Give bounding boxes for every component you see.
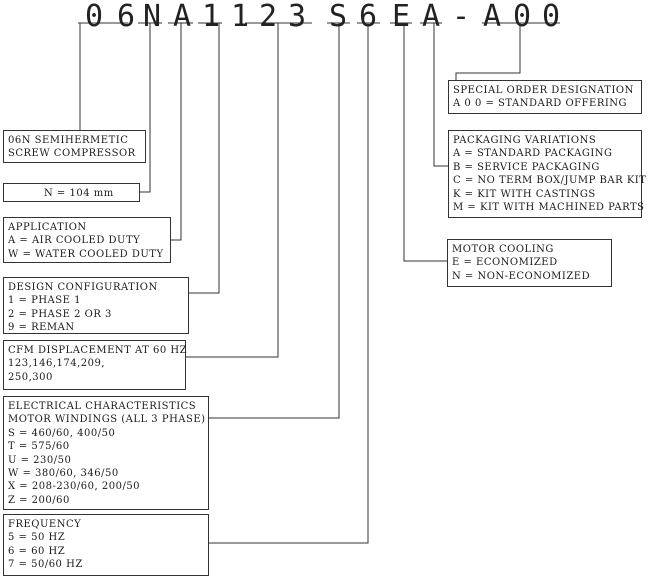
box-line: MOTOR WINDINGS (ALL 3 PHASE) [8,414,206,426]
box-line: 2 = PHASE 2 OR 3 [8,308,112,320]
code-char: 1 [201,0,221,34]
box-line: T = 575/60 [8,441,70,453]
code-char: 6 [116,0,136,34]
box-line: K = KIT WITH CASTINGS [453,188,596,200]
code-char: S [328,0,348,34]
code-char: A [482,0,502,34]
compressor-box: 06N SEMIHERMETIC SCREW COMPRESSOR [3,130,146,163]
box-line: SCREW COMPRESSOR [8,148,136,160]
box-line: APPLICATION [8,222,87,233]
box-line: FREQUENCY [8,519,82,530]
box-line: 1 = PHASE 1 [8,295,81,307]
box-line: 6 = 60 HZ [8,545,66,557]
box-line: MOTOR COOLING [452,244,554,255]
box-line: SPECIAL ORDER DESIGNATION [453,85,634,96]
box-line: 9 = REMAN [8,322,75,334]
code-char: A [421,0,441,34]
box-line: DESIGN CONFIGURATION [8,282,158,293]
box-line: M = KIT WITH MACHINED PARTS [453,202,645,214]
box-line: CFM DISPLACEMENT AT 60 HZ [8,345,188,356]
code-char: 3 [287,0,307,34]
box-line: E = ECONOMIZED [452,257,558,269]
box-line: 06N SEMIHERMETIC [8,135,129,146]
box-line: Z = 200/60 [8,494,70,506]
code-char: - [451,0,471,34]
motor-cooling-box: MOTOR COOLING E = ECONOMIZED N = NON-ECO… [447,239,612,287]
code-char: 0 [512,0,532,34]
box-line: W = 380/60, 346/50 [8,468,119,480]
box-line: S = 460/60, 400/50 [8,427,116,439]
cfm-box: CFM DISPLACEMENT AT 60 HZ 123,146,174,20… [3,340,188,390]
box-line: 5 = 50 HZ [8,532,66,544]
size-box: N = 104 mm [3,183,140,202]
design-box: DESIGN CONFIGURATION 1 = PHASE 1 2 = PHA… [3,277,189,334]
box-line: N = NON-ECONOMIZED [452,270,591,282]
code-char: E [391,0,411,34]
code-char: 2 [258,0,278,34]
code-char: 0 [541,0,561,34]
code-char: N [142,0,162,34]
code-char: 6 [358,0,378,34]
code-char: 1 [230,0,250,34]
electrical-box: ELECTRICAL CHARACTERISTICS MOTOR WINDING… [3,396,209,510]
box-line: C = NO TERM BOX/JUMP BAR KIT [453,175,647,187]
special-order-box: SPECIAL ORDER DESIGNATION A 0 0 = STANDA… [448,80,642,114]
box-line: N = 104 mm [44,188,114,199]
box-line: 250,300 [8,371,53,383]
model-number: 0 6 N A 1 1 2 3 S 6 E A - A 0 0 [0,0,650,40]
packaging-box: PACKAGING VARIATIONS A = STANDARD PACKAG… [448,130,647,218]
connector-lines [79,23,521,544]
box-line: A = AIR COOLED DUTY [8,235,141,247]
code-char: 0 [84,0,104,34]
box-line: ELECTRICAL CHARACTERISTICS [8,401,197,412]
box-line: A = STANDARD PACKAGING [453,148,613,160]
box-line: PACKAGING VARIATIONS [453,135,597,146]
box-line: U = 230/50 [8,454,72,466]
box-line: W = WATER COOLED DUTY [8,248,164,260]
box-line: 123,146,174,209, [8,358,106,370]
code-char: A [172,0,192,34]
box-line: A 0 0 = STANDARD OFFERING [453,98,628,110]
box-line: 7 = 50/60 HZ [8,559,83,571]
box-line: X = 208-230/60, 200/50 [8,481,141,493]
box-line: B = SERVICE PACKAGING [453,161,600,173]
application-box: APPLICATION A = AIR COOLED DUTY W = WATE… [3,217,171,263]
frequency-box: FREQUENCY 5 = 50 HZ 6 = 60 HZ 7 = 50/60 … [3,514,209,576]
